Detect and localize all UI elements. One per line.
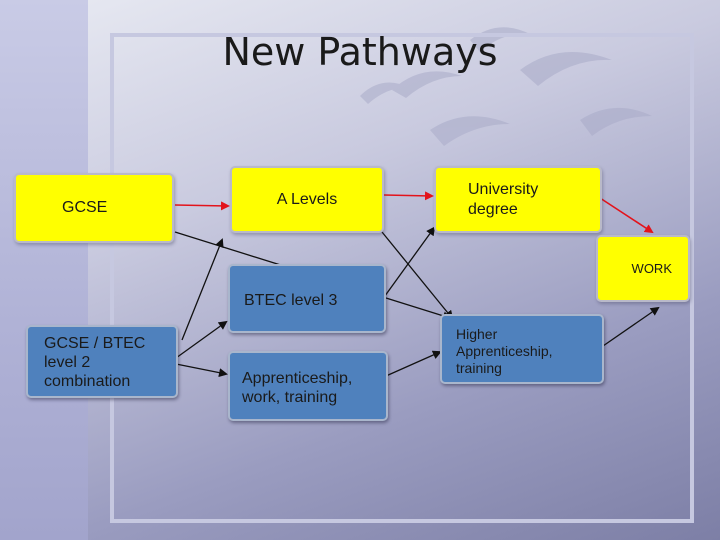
university-degree-label: University degree [468,181,539,218]
apprenticeship-box: Apprenticeship, work, training [228,351,388,421]
left-decorative-strip [0,0,88,540]
arrow-btec3-to-university [381,226,436,301]
arrow-gcse-to-alevels [174,201,230,211]
btec-level-3-label: BTEC level 3 [244,291,338,309]
work-label: WORK [631,260,672,276]
a-levels-box: A Levels [230,166,384,233]
gcse-btec-combination-label: GCSE / BTEC level 2 combination [44,334,146,391]
gcse-label: GCSE [62,199,108,217]
slide-frame [110,33,694,523]
arrow-gcsebtec-to-btec3 [175,320,228,359]
arrow-alevels-to-higher-apprenticeship [381,231,454,320]
arrow-apprenticeship-to-higher [385,350,442,377]
arrow-gcsebtec-to-apprenticeship [175,363,228,378]
gcse-box: GCSE [14,173,174,243]
apprenticeship-label: Apprenticeship, work, training [242,369,353,406]
a-levels-label: A Levels [276,190,338,208]
university-degree-box: University degree [434,166,602,233]
arrow-alevels-to-university [383,191,434,201]
higher-apprenticeship-label: Higher Apprenticeship, training [456,326,553,376]
arrow-apprenticeship-to-alevels [181,238,224,341]
higher-apprenticeship-box: Higher Apprenticeship, training [440,314,604,384]
arrow-university-to-work [599,197,654,234]
work-box: WORK [596,235,690,302]
arrow-higher-to-work [602,306,660,347]
slide-title: New Pathways [222,30,498,74]
gcse-btec-combination-box: GCSE / BTEC level 2 combination [26,325,178,398]
btec-level-3-box: BTEC level 3 [228,264,386,333]
